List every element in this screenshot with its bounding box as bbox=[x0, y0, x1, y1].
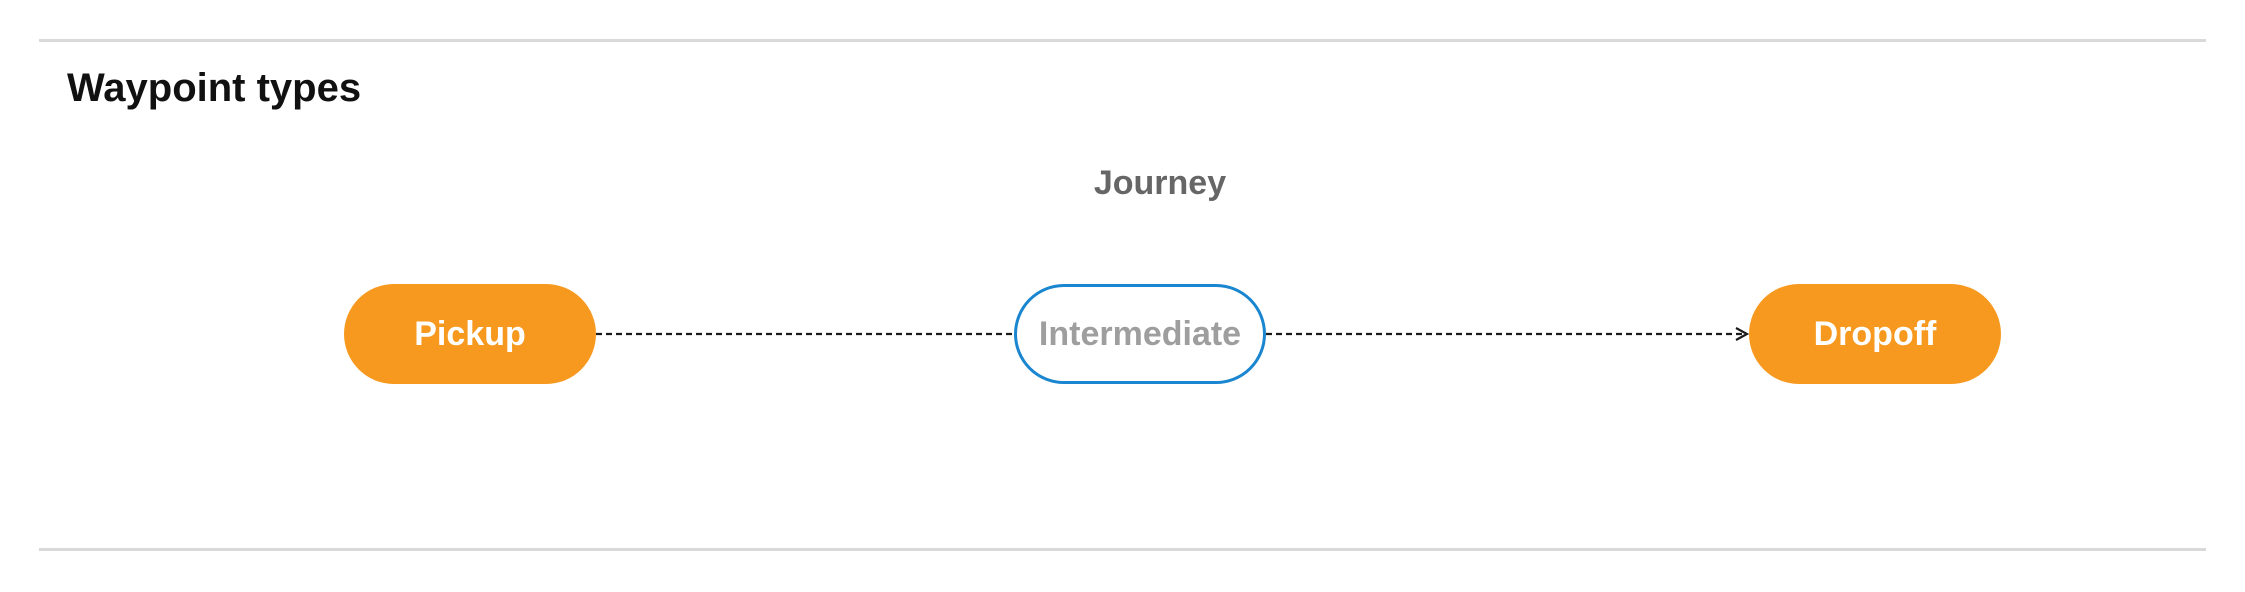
node-intermediate-label: Intermediate bbox=[1038, 314, 1242, 353]
node-pickup-label: Pickup bbox=[414, 314, 526, 353]
page-title: Waypoint types bbox=[67, 66, 362, 110]
node-dropoff: Dropoff bbox=[1749, 284, 2001, 384]
node-dropoff-label: Dropoff bbox=[1813, 314, 1937, 353]
bottom-divider bbox=[39, 548, 2206, 551]
node-pickup: Pickup bbox=[344, 284, 596, 384]
top-divider bbox=[39, 39, 2206, 42]
node-intermediate: Intermediate bbox=[1014, 284, 1266, 384]
journey-label: Journey bbox=[1093, 164, 1227, 202]
